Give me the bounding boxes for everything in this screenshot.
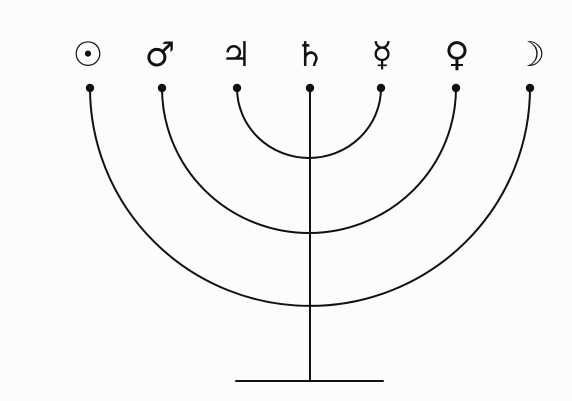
sun-lamp-dot bbox=[86, 84, 94, 92]
moon-lamp-dot bbox=[526, 84, 534, 92]
venus-icon: ♀ bbox=[445, 35, 470, 75]
saturn-lamp-dot bbox=[306, 84, 314, 92]
saturn-icon: ♄ bbox=[295, 35, 325, 75]
venus-lamp-dot bbox=[452, 84, 460, 92]
jupiter-lamp-dot bbox=[233, 84, 241, 92]
mars-icon: ♂ bbox=[145, 35, 175, 75]
jupiter-icon: ♃ bbox=[221, 35, 251, 75]
moon-icon: ☽ bbox=[515, 35, 545, 75]
sun-icon: ☉ bbox=[73, 35, 103, 75]
mercury-lamp-dot bbox=[377, 84, 385, 92]
mars-lamp-dot bbox=[158, 84, 166, 92]
mercury-icon: ☿ bbox=[372, 35, 393, 75]
